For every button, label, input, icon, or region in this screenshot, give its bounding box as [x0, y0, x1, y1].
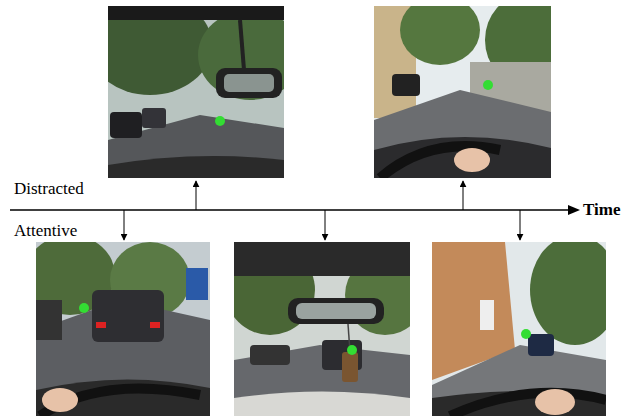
mirror-glass	[296, 303, 376, 319]
dashboard	[36, 379, 210, 416]
car	[250, 345, 290, 365]
car	[528, 334, 554, 356]
car	[392, 74, 420, 96]
dashcam-photo	[108, 6, 284, 178]
tree	[400, 6, 480, 65]
road	[432, 345, 606, 416]
pointer-arrow	[520, 210, 521, 240]
steering-wheel	[380, 146, 500, 178]
dashcam-photo	[36, 242, 210, 416]
gaze-dot	[347, 345, 357, 355]
dashboard	[432, 391, 606, 416]
gaze-dot	[483, 80, 493, 90]
mirror-glass	[224, 74, 274, 92]
rear-mirror	[288, 298, 384, 324]
gaze-dot	[521, 329, 531, 339]
tree	[530, 242, 606, 345]
road	[374, 90, 551, 178]
pointer-arrow	[463, 181, 464, 210]
car	[36, 300, 62, 340]
dashcam-photo	[432, 242, 606, 416]
car	[110, 112, 142, 138]
dashcam-photo	[374, 6, 551, 178]
tail-light	[150, 322, 160, 328]
mirror-stem	[240, 20, 244, 70]
dashboard	[374, 137, 551, 178]
tail-light	[96, 322, 106, 328]
tree	[198, 10, 284, 100]
poster	[480, 300, 494, 330]
gaze-dot	[215, 116, 225, 126]
time-axis	[10, 209, 570, 211]
steering-wheel	[450, 393, 606, 416]
pointer-arrow	[325, 210, 326, 240]
axis-arrow-head	[568, 205, 580, 215]
state-label: Distracted	[14, 179, 84, 199]
dashcam-photo	[234, 242, 410, 416]
hand	[535, 389, 575, 415]
road-sign	[186, 268, 208, 300]
pointer-arrow	[124, 210, 125, 240]
air-freshener	[342, 352, 358, 382]
pointer-arrow	[196, 181, 197, 210]
car	[142, 108, 166, 128]
rear-mirror	[216, 68, 282, 98]
hand	[42, 388, 78, 412]
steering-wheel	[40, 388, 200, 416]
dashboard	[234, 392, 410, 416]
sun-visor	[234, 242, 410, 276]
axis-label: Time	[583, 200, 620, 220]
dashboard	[108, 156, 284, 178]
hand	[454, 148, 490, 172]
state-label: Attentive	[14, 221, 77, 241]
gaze-dot	[79, 303, 89, 313]
car	[92, 290, 164, 342]
windshield-frame	[108, 6, 284, 20]
